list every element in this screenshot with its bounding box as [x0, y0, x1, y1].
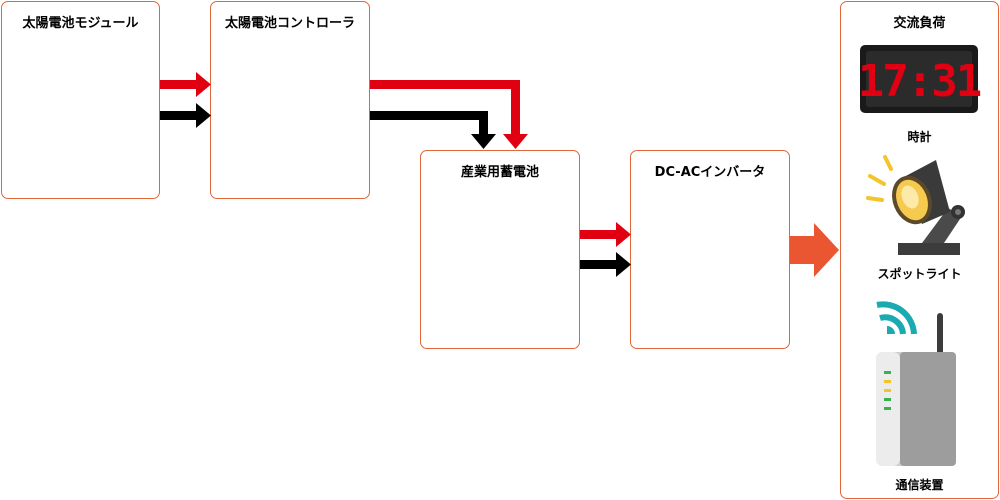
module-to-controller-negative-arrow: [160, 103, 211, 128]
solar-module-title: 太陽電池モジュール: [22, 16, 139, 31]
clock-label: 時計: [907, 130, 932, 144]
spotlight-label: スポットライト: [877, 267, 962, 281]
inverter-box: DC-ACインバータ: [630, 150, 790, 349]
clock-icon: 17:31: [858, 45, 983, 113]
router-icon: [876, 301, 956, 466]
battery-to-inverter-positive-arrow: [580, 222, 631, 247]
ac-output-arrow: [790, 223, 839, 277]
controller-title: 太陽電池コントローラ: [224, 16, 355, 31]
router-label: 通信装置: [895, 478, 944, 492]
battery-box: 産業用蓄電池: [420, 150, 580, 349]
clock-display: 17:31: [858, 56, 981, 107]
controller-to-battery-negative-arrow: [370, 111, 496, 149]
spotlight-icon: [866, 155, 965, 255]
inverter-title: DC-ACインバータ: [654, 165, 766, 180]
solar-module-box: 太陽電池モジュール: [1, 1, 160, 199]
ac-load-title: 交流負荷: [893, 16, 946, 31]
controller-box: 太陽電池コントローラ: [210, 1, 370, 199]
battery-title: 産業用蓄電池: [460, 165, 539, 180]
controller-to-battery-positive-arrow: [370, 80, 528, 149]
module-to-controller-positive-arrow: [160, 72, 211, 97]
battery-to-inverter-negative-arrow: [580, 252, 631, 277]
wifi-icon: [876, 301, 917, 335]
